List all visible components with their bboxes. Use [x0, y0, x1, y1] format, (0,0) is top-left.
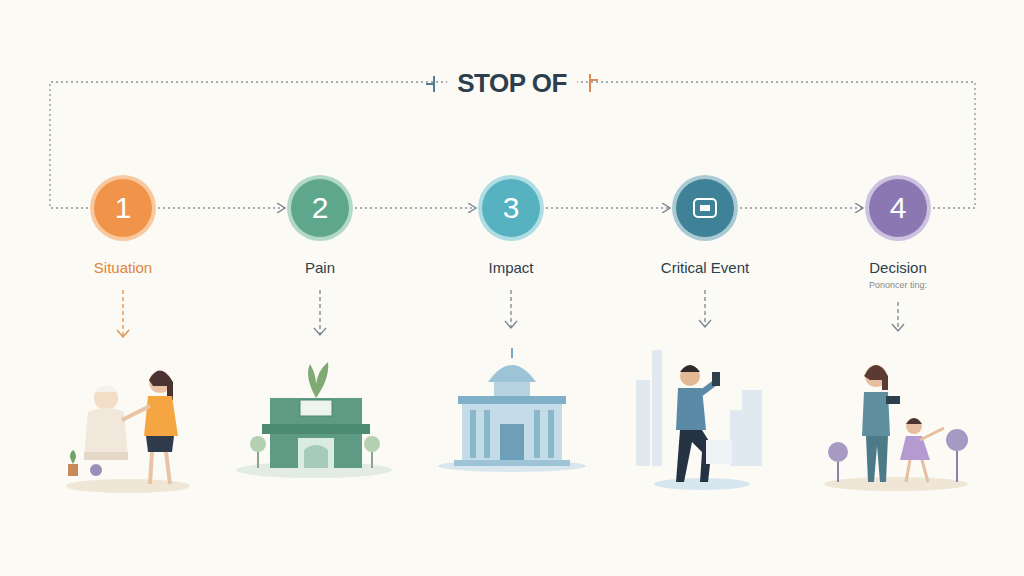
step-label: Impact	[485, 259, 536, 276]
step-node: 3Impact	[436, 179, 586, 276]
step-node: 2Pain	[245, 179, 395, 276]
step-number: 4	[890, 193, 907, 223]
step-circle: 3	[482, 179, 540, 237]
clinic-building	[236, 362, 392, 478]
step-number: 1	[115, 193, 132, 223]
step-circle	[676, 179, 734, 237]
step-icon	[692, 197, 718, 219]
step-number: 3	[503, 193, 520, 223]
flow-connector	[546, 207, 670, 208]
down-arrows	[117, 290, 904, 337]
flow-connector	[740, 207, 863, 208]
step-number: 2	[312, 193, 329, 223]
flow-connector	[158, 207, 285, 208]
step-circle: 1	[94, 179, 152, 237]
step-note: Pononcer ting:	[869, 280, 927, 290]
family-scene	[824, 365, 968, 491]
caregiver-scene	[66, 370, 190, 493]
step-circle: 2	[291, 179, 349, 237]
step-node: 1Situation	[48, 179, 198, 276]
diagram-title: STOP OF	[447, 66, 577, 101]
flow-connector	[355, 207, 476, 208]
capitol-building	[438, 348, 586, 472]
step-label: Decision	[866, 259, 930, 276]
step-label: Situation	[91, 259, 155, 276]
step-label: Critical Event	[658, 259, 752, 276]
phone-user-scene	[636, 350, 762, 490]
step-label: Pain	[302, 259, 338, 276]
step-node: 4DecisionPononcer ting:	[823, 179, 973, 290]
step-circle: 4	[869, 179, 927, 237]
step-node: Critical Event	[630, 179, 780, 276]
